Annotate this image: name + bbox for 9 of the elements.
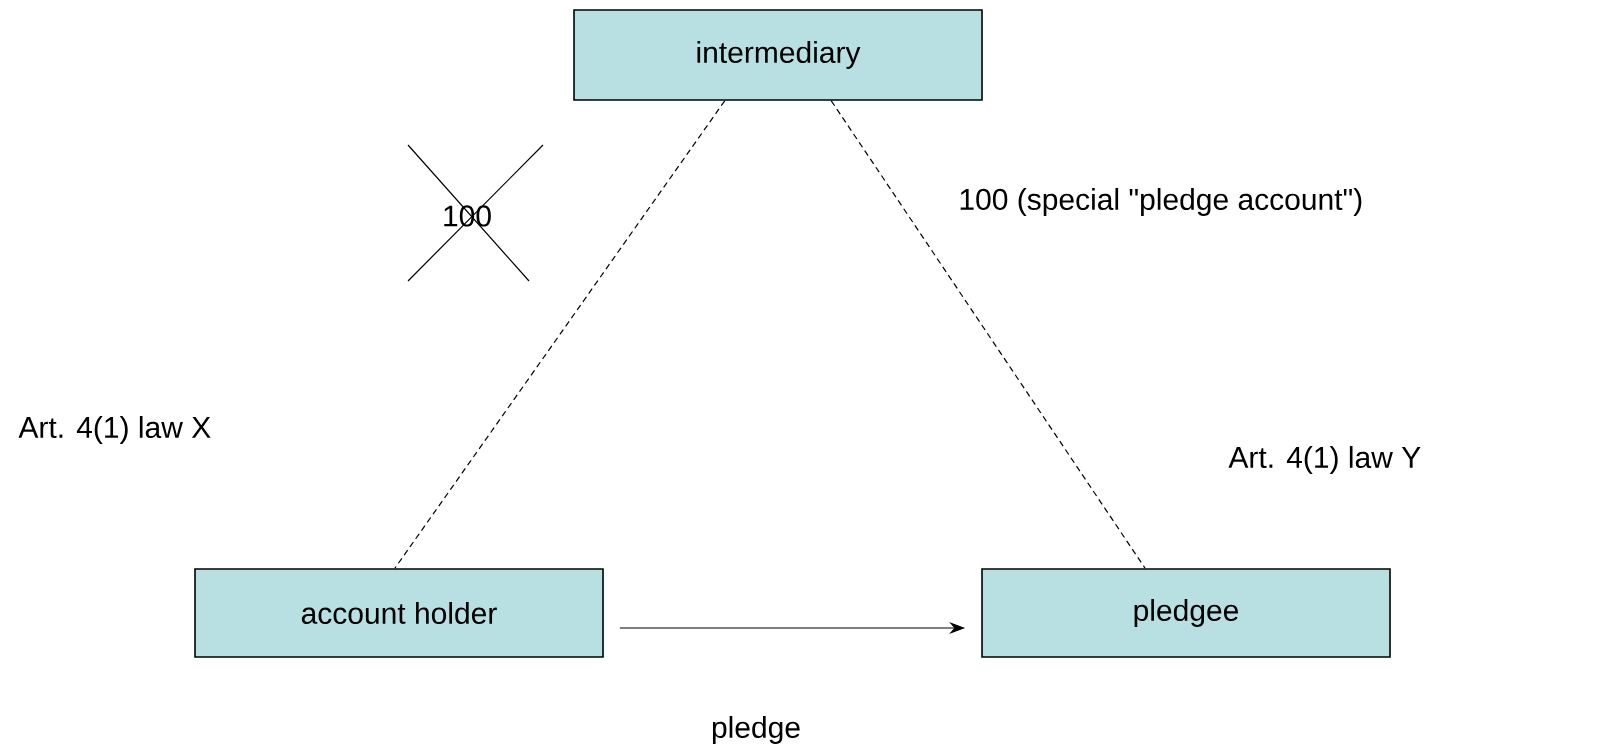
text-label: 100 (special "pledge account")	[960, 188, 1362, 216]
connector-line	[830, 100, 1146, 569]
connector-line	[394, 100, 726, 569]
process-box: account holder	[194, 568, 604, 658]
text-label: Art. 4(1) law X	[18, 416, 211, 444]
process-box: intermediary	[573, 9, 983, 101]
process-box: pledgee	[981, 568, 1391, 658]
edge-label: pledge	[712, 716, 800, 744]
text-label: Art. 4(1) law Y	[1228, 446, 1421, 474]
